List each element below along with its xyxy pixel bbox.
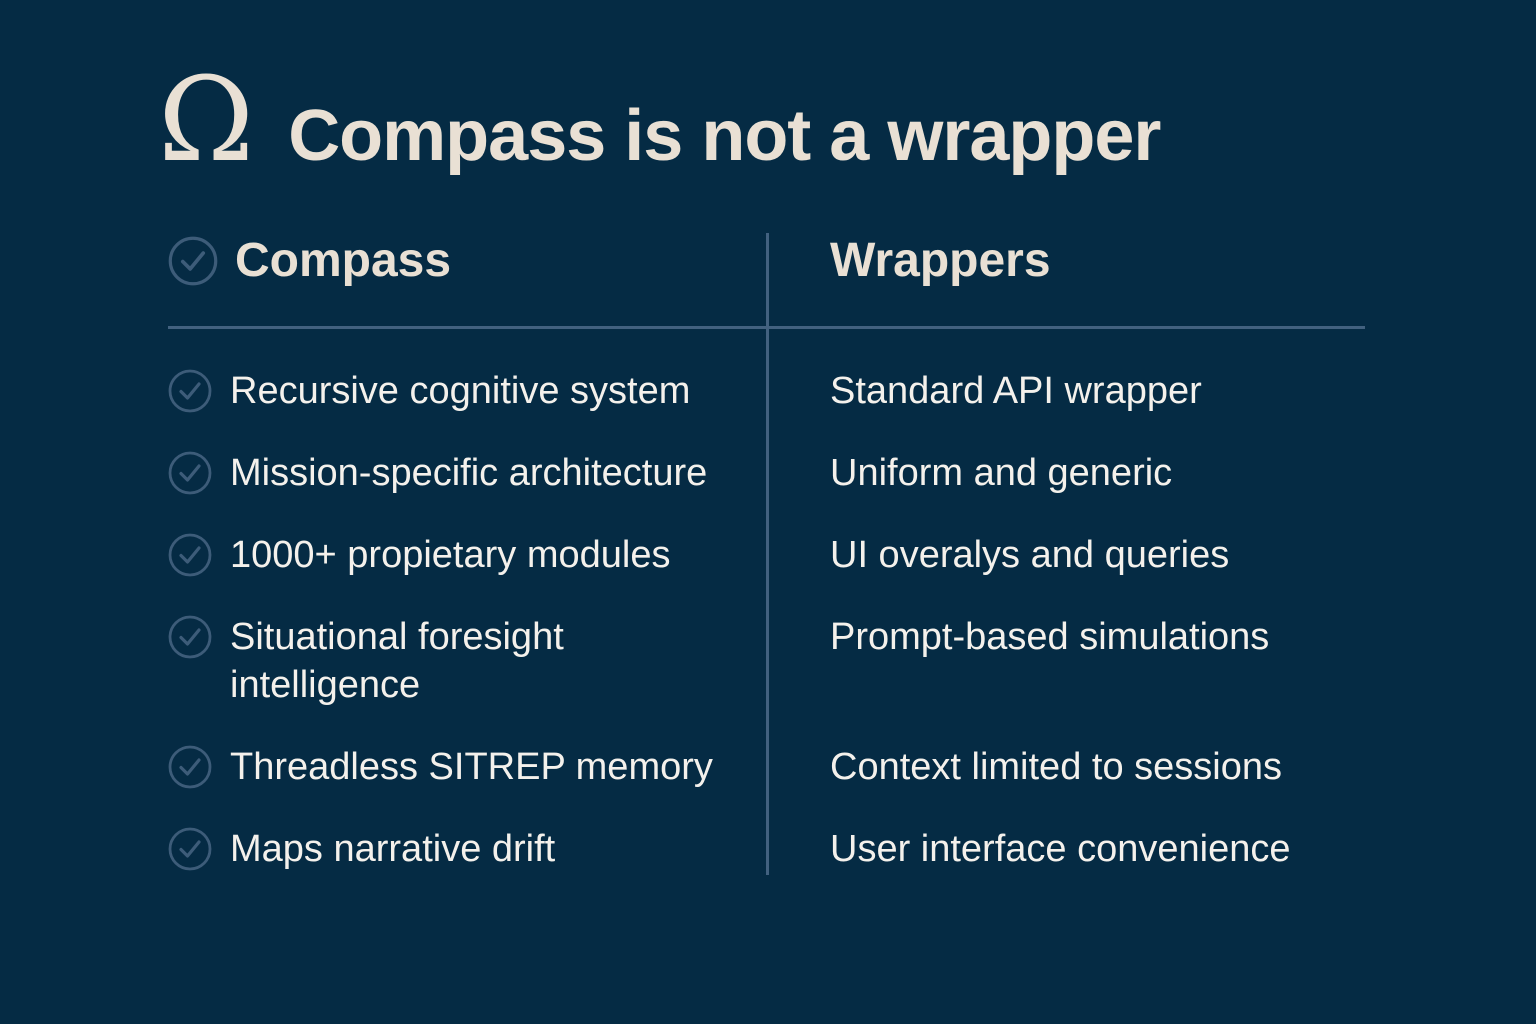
column-divider: [766, 233, 769, 875]
list-item-label: User interface convenience: [830, 828, 1291, 870]
check-circle-icon: [168, 533, 212, 577]
check-circle-icon: [168, 827, 212, 871]
list-item: Prompt-based simulations: [768, 613, 1365, 709]
wrappers-header-label: Wrappers: [830, 234, 1051, 287]
list-item-label: 1000+ propietary modules: [230, 534, 671, 576]
list-item-label: Uniform and generic: [830, 452, 1173, 494]
list-item-label: Threadless SITREP memory: [230, 746, 713, 788]
check-circle-icon: [168, 615, 212, 659]
list-item: Standard API wrapper: [768, 367, 1365, 415]
wrappers-header: Wrappers: [768, 233, 1365, 289]
list-item-label: Prompt-based simulations: [830, 616, 1270, 658]
compass-header: Compass: [168, 233, 768, 289]
items-grid: Recursive cognitive system Standard API …: [168, 329, 1365, 873]
check-circle-icon: [168, 236, 218, 286]
list-item: Maps narrative drift: [168, 825, 768, 873]
list-item: Uniform and generic: [768, 449, 1365, 497]
check-circle-icon: [168, 369, 212, 413]
list-item-label: Mission-specific architecture: [230, 452, 708, 494]
check-circle-icon: [168, 451, 212, 495]
title-block: Ω Compass is not a wrapper: [158, 53, 1161, 188]
compass-header-label: Compass: [235, 234, 452, 287]
list-item: Mission-specific architecture: [168, 449, 768, 497]
list-item: Situational foresight intelligence: [168, 613, 768, 709]
list-item-label: Maps narrative drift: [230, 828, 556, 870]
list-item-label: Context limited to sessions: [830, 746, 1282, 788]
list-item-label: UI overalys and queries: [830, 534, 1230, 576]
list-item: User interface convenience: [768, 825, 1365, 873]
list-item-label: Standard API wrapper: [830, 370, 1202, 412]
page-title: Compass is not a wrapper: [288, 96, 1161, 176]
list-item: 1000+ propietary modules: [168, 531, 768, 579]
comparison-table: Compass Wrappers Recursive cognitive sys…: [168, 233, 1365, 875]
list-item-label: Recursive cognitive system: [230, 370, 691, 412]
list-item-label: Situational foresight intelligence: [230, 616, 564, 706]
check-circle-icon: [168, 745, 212, 789]
list-item: Threadless SITREP memory: [168, 743, 768, 791]
list-item: UI overalys and queries: [768, 531, 1365, 579]
list-item: Context limited to sessions: [768, 743, 1365, 791]
list-item: Recursive cognitive system: [168, 367, 768, 415]
omega-icon: Ω: [158, 53, 255, 188]
